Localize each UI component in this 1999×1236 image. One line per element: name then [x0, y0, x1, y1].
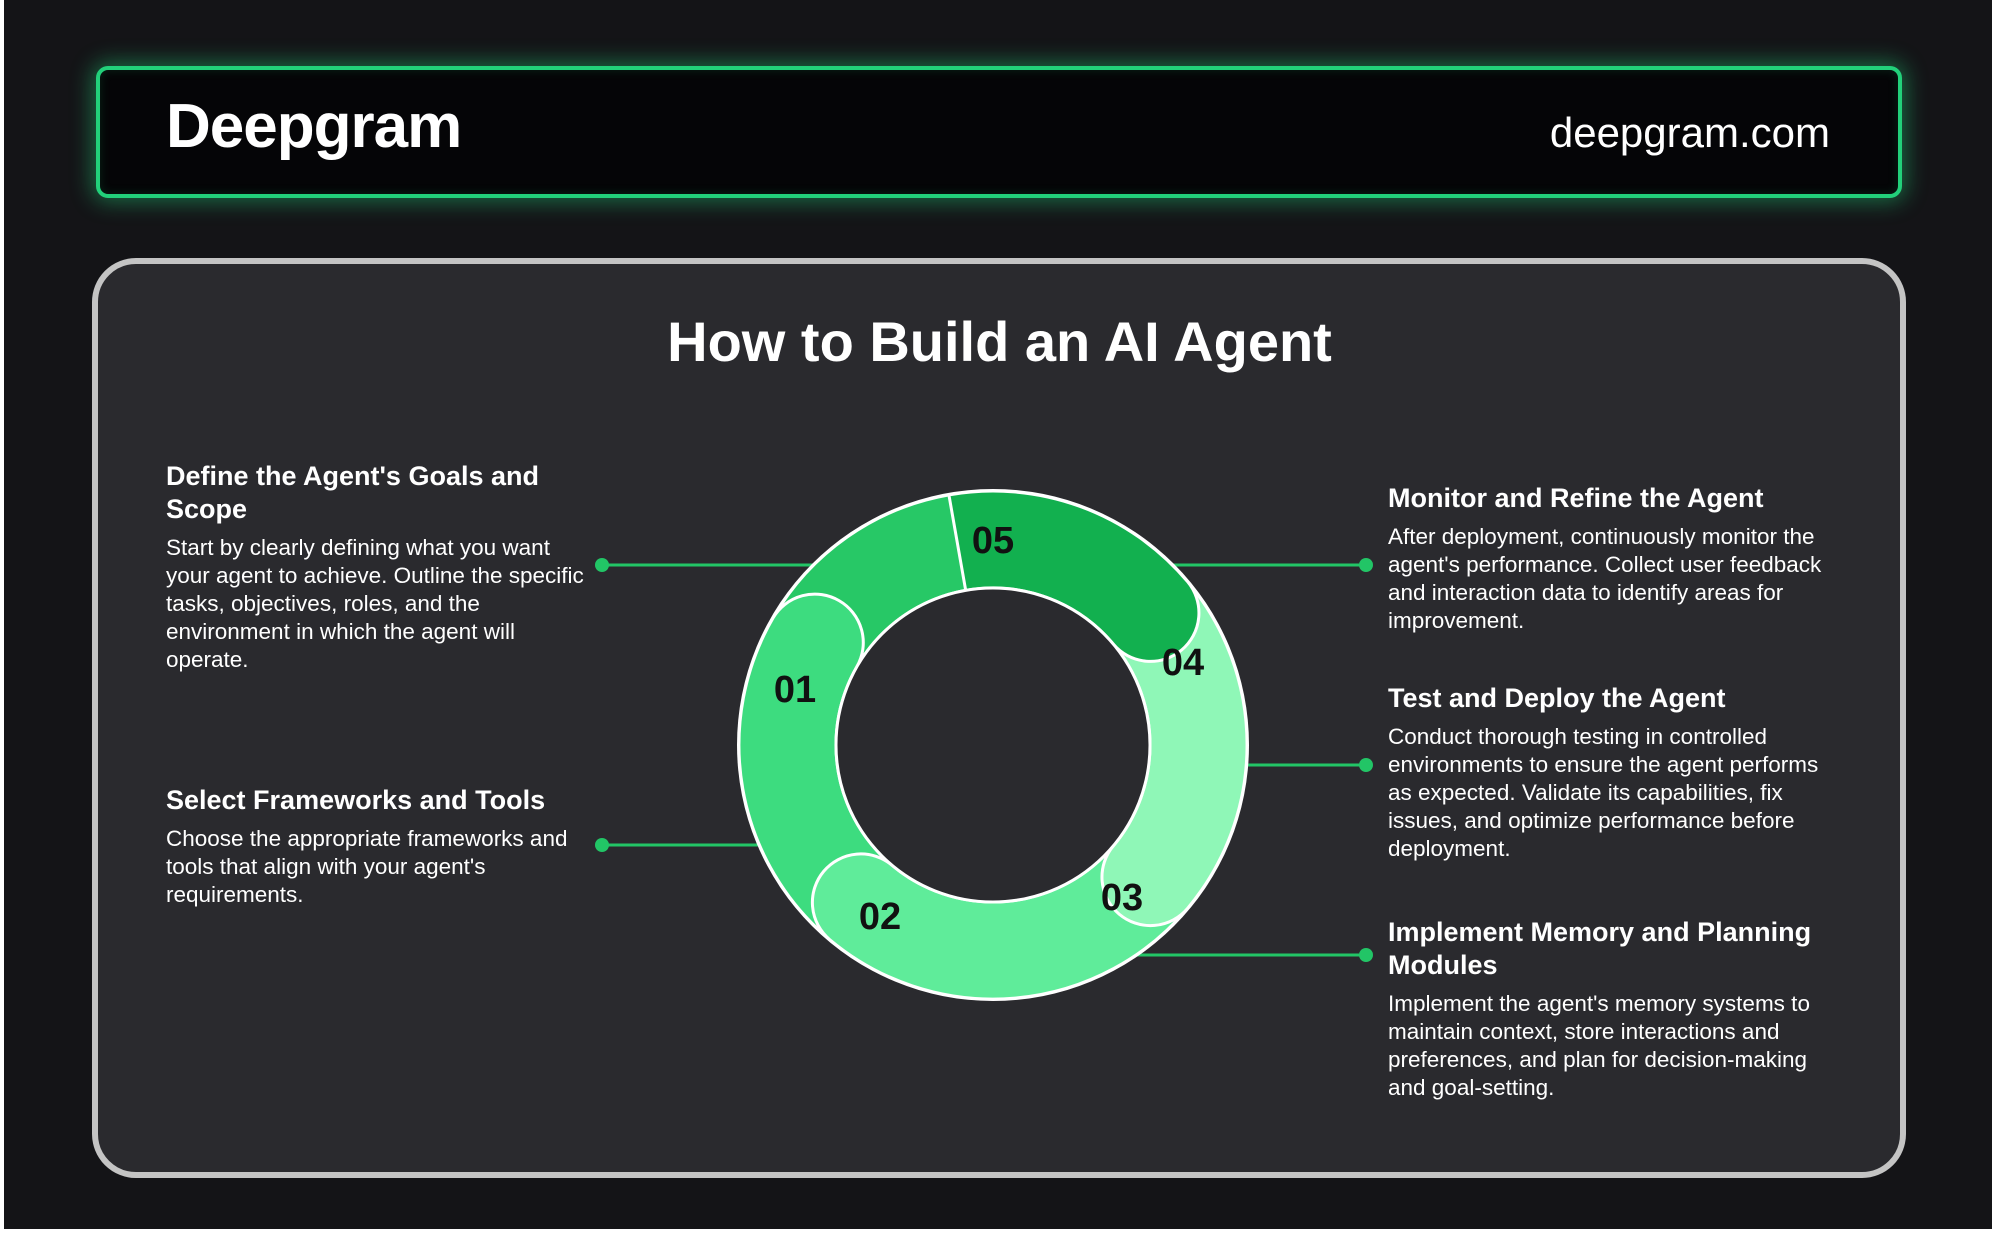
step-03-title: Implement Memory and Planning Modules	[1388, 917, 1812, 980]
step-04-text: Test and Deploy the Agent Conduct thorou…	[1388, 682, 1838, 863]
step-01-description: Start by clearly defining what you want …	[166, 535, 584, 672]
segment-label-02: 02	[859, 896, 901, 938]
step-04-title: Test and Deploy the Agent	[1388, 683, 1726, 713]
step-03-text: Implement Memory and Planning Modules Im…	[1388, 916, 1838, 1102]
header-bar: Deepgram deepgram.com	[96, 66, 1902, 198]
segment-labels: 01 02 03 04 05	[774, 520, 1204, 938]
ring-segments	[737, 489, 1249, 1001]
step-04-description: Conduct thorough testing in controlled e…	[1388, 724, 1819, 861]
connector-dot-01	[595, 558, 609, 572]
ring-hole	[834, 586, 1152, 904]
step-02-description: Choose the appropriate frameworks and to…	[166, 826, 568, 907]
segment-label-03: 03	[1101, 877, 1143, 919]
connector-dot-05	[1359, 558, 1373, 572]
step-01-title: Define the Agent's Goals and Scope	[166, 461, 539, 524]
connector-dot-02	[595, 838, 609, 852]
segment-label-04: 04	[1162, 642, 1204, 684]
step-05-text: Monitor and Refine the Agent After deplo…	[1388, 482, 1838, 635]
segment-label-05: 05	[972, 520, 1014, 562]
deepgram-logo: Deepgram	[166, 92, 462, 161]
step-01-text: Define the Agent's Goals and Scope Start…	[166, 460, 586, 674]
page-title: How to Build an AI Agent	[667, 310, 1332, 373]
connector-dot-03	[1359, 948, 1373, 962]
connector-dot-04	[1359, 758, 1373, 772]
step-03-description: Implement the agent's memory systems to …	[1388, 991, 1810, 1100]
step-02-text: Select Frameworks and Tools Choose the a…	[166, 784, 596, 909]
step-05-description: After deployment, continuously monitor t…	[1388, 524, 1822, 633]
segment-label-01: 01	[774, 669, 816, 711]
step-05-title: Monitor and Refine the Agent	[1388, 483, 1764, 513]
connector-lines	[595, 558, 1373, 962]
site-url[interactable]: deepgram.com	[1549, 109, 1830, 156]
step-02-title: Select Frameworks and Tools	[166, 785, 546, 815]
